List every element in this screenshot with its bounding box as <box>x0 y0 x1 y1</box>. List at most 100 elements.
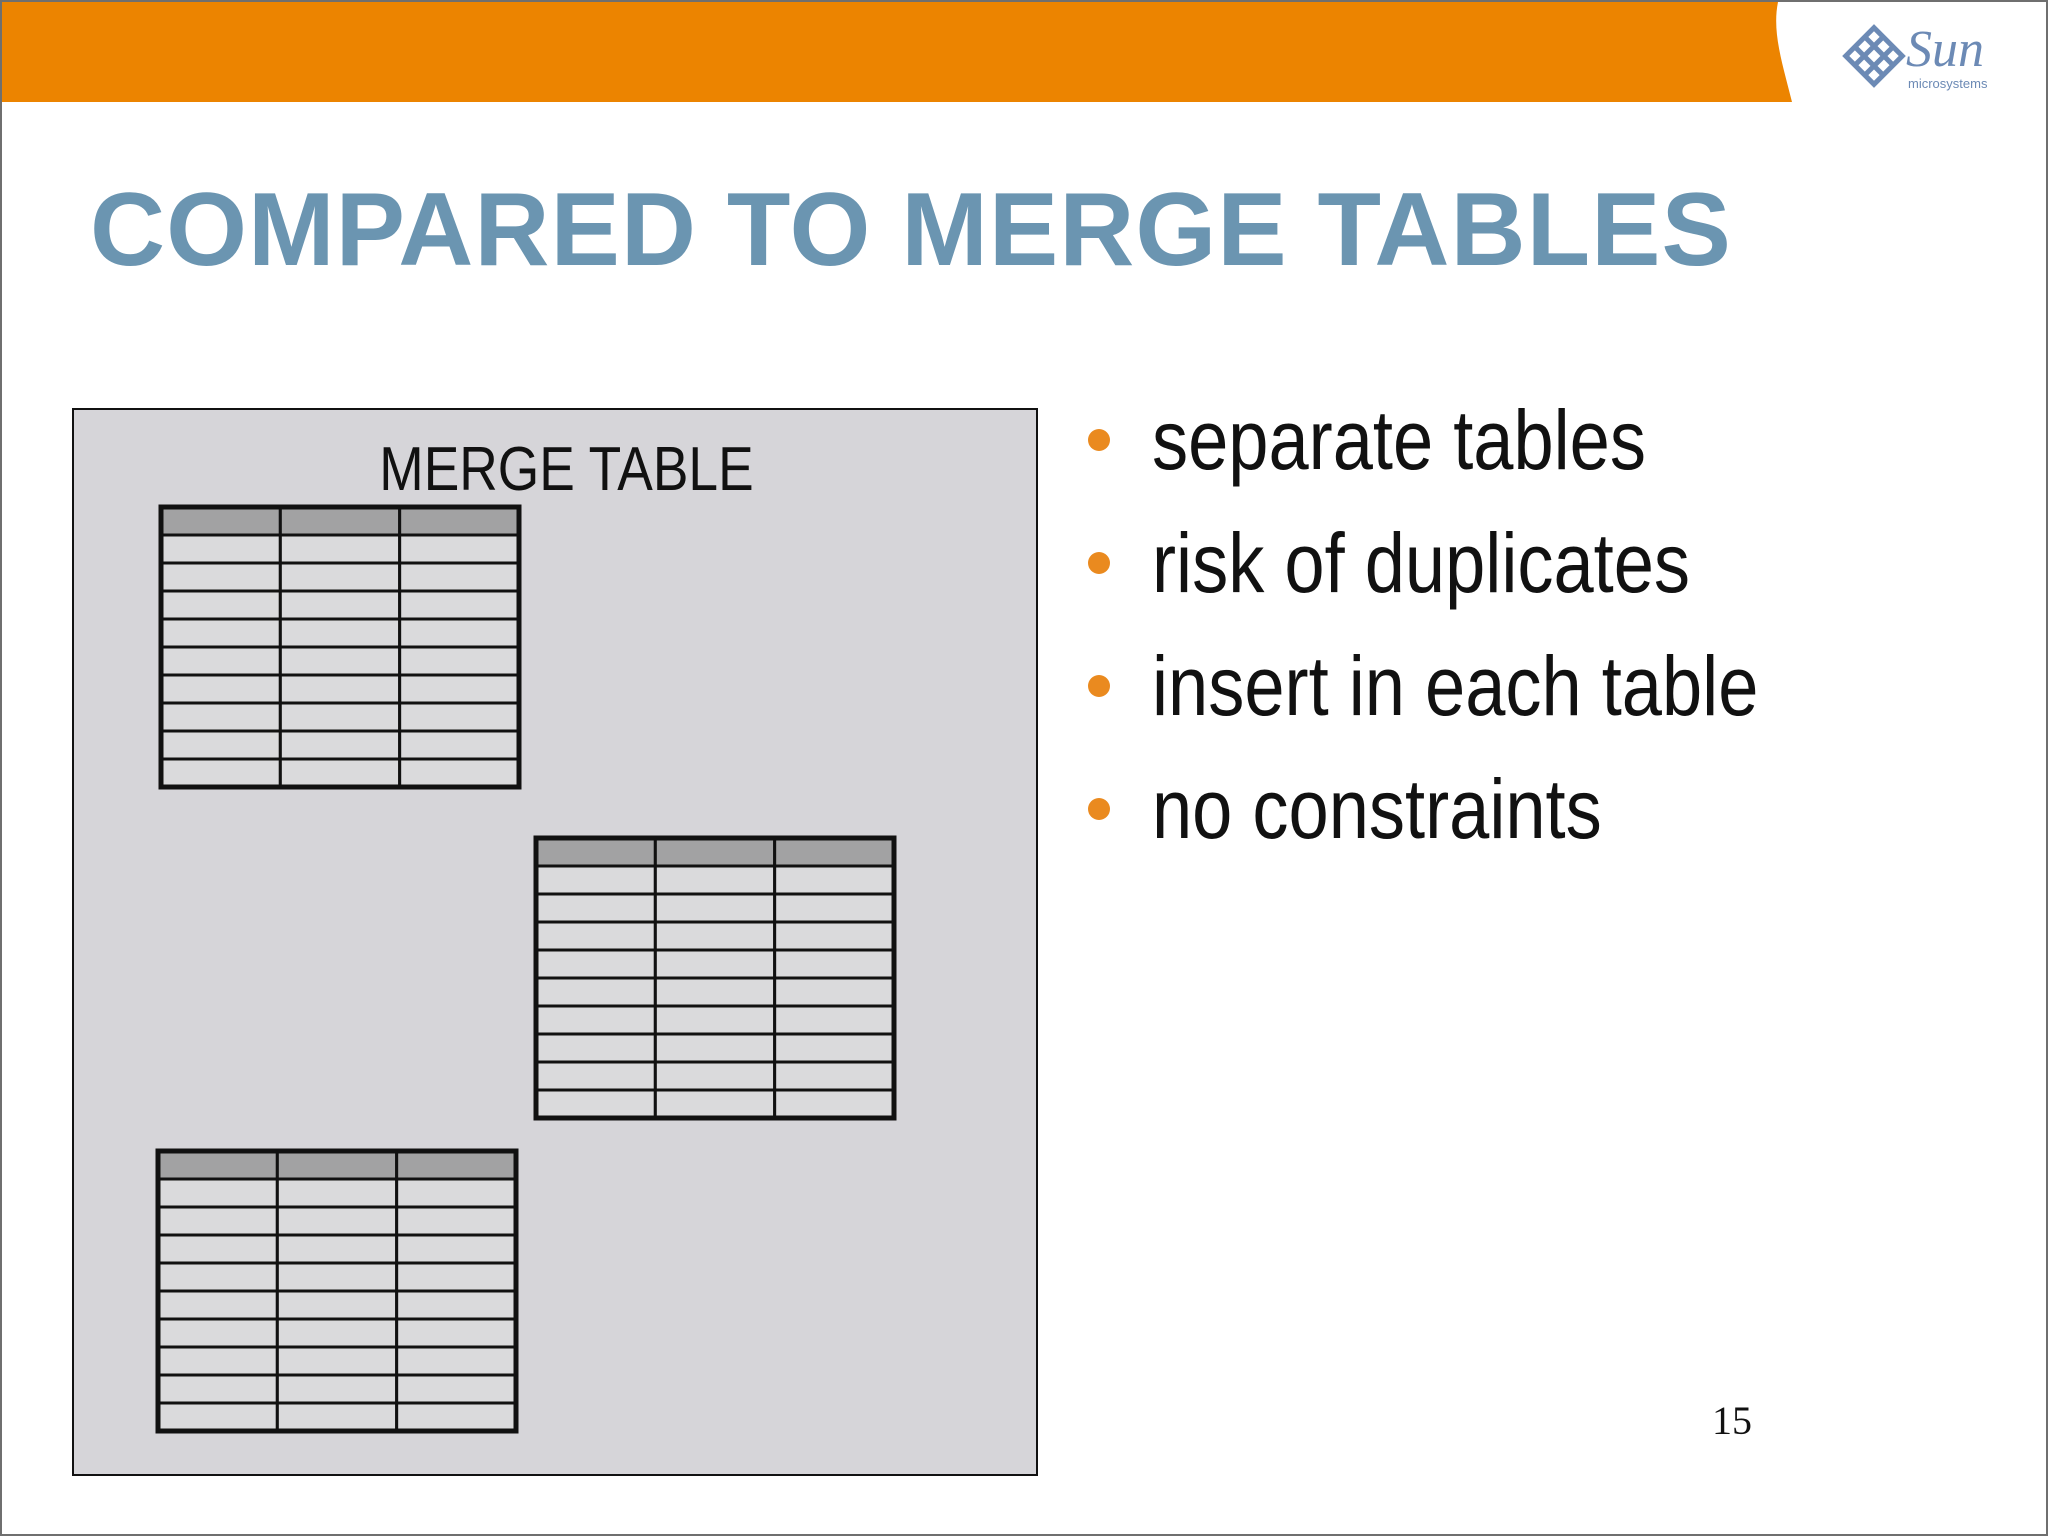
table-cell <box>275 1261 399 1293</box>
bullet-dot-icon <box>1088 797 1110 820</box>
table-cell <box>653 1032 777 1064</box>
bullet-item: no constraints <box>1082 747 1857 870</box>
bullet-item: risk of duplicates <box>1082 501 1857 624</box>
table-cell <box>398 673 521 705</box>
table-cell <box>773 976 896 1008</box>
table-header-cell <box>534 836 657 868</box>
table-cell <box>159 533 282 565</box>
table-cell <box>534 920 657 952</box>
table-cell <box>159 561 282 593</box>
table-cell <box>534 1004 657 1036</box>
table-cell <box>278 701 402 733</box>
table-cell <box>773 1060 896 1092</box>
table-cell <box>275 1233 399 1265</box>
bullet-text: risk of duplicates <box>1152 515 1691 610</box>
table-header-cell <box>395 1149 518 1181</box>
table-cell <box>278 645 402 677</box>
sun-microsystems-logo: Sun microsystems <box>1842 21 1988 91</box>
logo-tagline: microsystems <box>1908 76 1988 91</box>
diagram-label: MERGE TABLE <box>379 435 754 504</box>
table-cell <box>395 1317 518 1349</box>
table-cell <box>653 1088 777 1120</box>
table-cell <box>156 1177 279 1209</box>
top-banner <box>2 2 1792 102</box>
table-cell <box>275 1373 399 1405</box>
table-cell <box>156 1401 279 1433</box>
table-cell <box>395 1261 518 1293</box>
table-cell <box>534 976 657 1008</box>
table-cell <box>398 729 521 761</box>
table-cell <box>653 1060 777 1092</box>
table-cell <box>275 1205 399 1237</box>
table-header-cell <box>278 505 402 537</box>
table-cell <box>653 976 777 1008</box>
table-cell <box>773 920 896 952</box>
table-cell <box>278 757 402 789</box>
table-cell <box>278 617 402 649</box>
table-cell <box>653 892 777 924</box>
table-cell <box>398 589 521 621</box>
table-cell <box>159 673 282 705</box>
table-border <box>533 835 897 1121</box>
table-cell <box>395 1205 518 1237</box>
underlying-table-1 <box>158 504 522 790</box>
table-cell <box>773 892 896 924</box>
table-cell <box>159 589 282 621</box>
table-cell <box>653 948 777 980</box>
sun-wordmark: Sun <box>1906 21 1984 78</box>
table-header-cell <box>398 505 521 537</box>
table-cell <box>395 1345 518 1377</box>
table-cell <box>395 1177 518 1209</box>
table-cell <box>159 757 282 789</box>
table-cell <box>156 1205 279 1237</box>
table-cell <box>156 1317 279 1349</box>
table-cell <box>159 701 282 733</box>
table-cell <box>653 1004 777 1036</box>
table-cell <box>773 948 896 980</box>
table-cell <box>156 1261 279 1293</box>
table-cell <box>773 1088 896 1120</box>
table-cell <box>395 1401 518 1433</box>
table-cell <box>278 729 402 761</box>
table-cell <box>275 1317 399 1349</box>
table-cell <box>534 864 657 896</box>
table-cell <box>398 645 521 677</box>
bullet-item: insert in each table <box>1082 624 1857 747</box>
table-cell <box>395 1373 518 1405</box>
table-cell <box>773 1032 896 1064</box>
table-cell <box>653 864 777 896</box>
table-cell <box>275 1177 399 1209</box>
table-cell <box>275 1345 399 1377</box>
table-cell <box>156 1233 279 1265</box>
table-cell <box>278 673 402 705</box>
table-header-cell <box>653 836 777 868</box>
table-cell <box>773 864 896 896</box>
table-cell <box>278 561 402 593</box>
table-header-cell <box>156 1149 279 1181</box>
table-cell <box>534 892 657 924</box>
table-cell <box>653 920 777 952</box>
table-cell <box>773 1004 896 1036</box>
orange-band <box>2 2 1792 102</box>
table-header-cell <box>275 1149 399 1181</box>
table-cell <box>534 1060 657 1092</box>
table-header-cell <box>773 836 896 868</box>
table-cell <box>398 561 521 593</box>
table-cell <box>398 701 521 733</box>
bullet-text: separate tables <box>1152 392 1646 487</box>
table-cell <box>156 1345 279 1377</box>
bullet-dot-icon <box>1088 428 1110 451</box>
table-cell <box>156 1289 279 1321</box>
table-header-cell <box>159 505 282 537</box>
page-number: 15 <box>1712 1398 1752 1443</box>
bullet-list: separate tables risk of duplicates inser… <box>1082 378 1857 870</box>
table-cell <box>156 1373 279 1405</box>
table-cell <box>398 757 521 789</box>
table-cell <box>395 1233 518 1265</box>
table-cell <box>398 617 521 649</box>
table-cell <box>275 1401 399 1433</box>
underlying-table-2 <box>533 835 897 1121</box>
table-cell <box>534 1032 657 1064</box>
bullet-dot-icon <box>1088 674 1110 697</box>
